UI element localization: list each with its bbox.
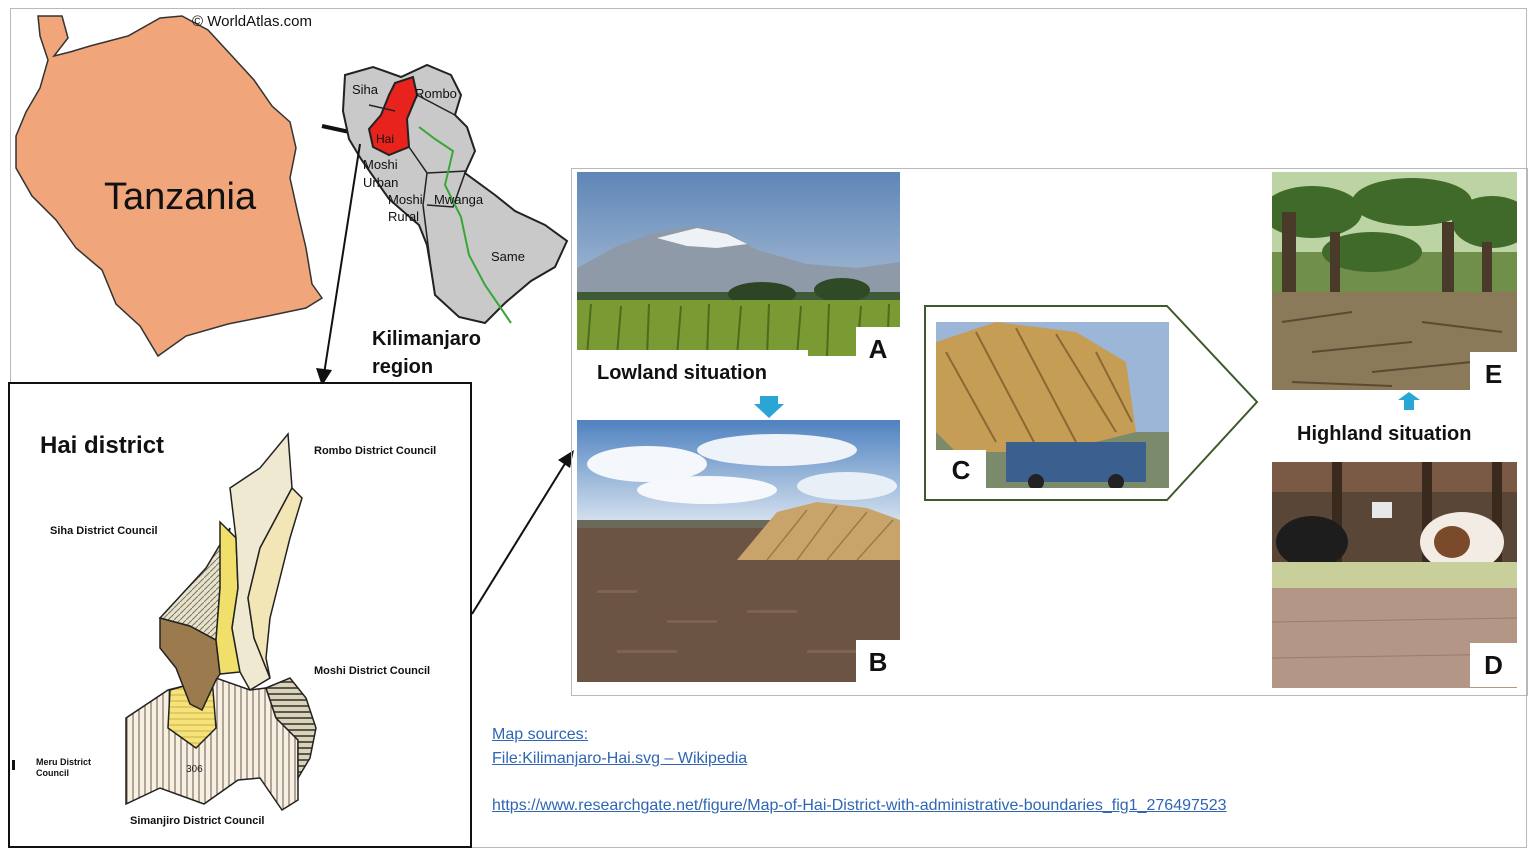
photo-b-crop-residue-field — [577, 420, 900, 682]
hai-small-label: 306 — [186, 764, 203, 775]
council-rombo: Rombo District Council — [314, 445, 437, 457]
label-d: D — [1470, 643, 1517, 687]
road-line — [418, 126, 512, 324]
district-moshi-urban-2: Urban — [363, 175, 399, 190]
lowland-label: Lowland situation — [597, 362, 767, 384]
source-link-researchgate[interactable]: https://www.researchgate.net/figure/Map-… — [492, 797, 1227, 814]
district-rombo: Rombo — [415, 86, 457, 101]
district-same: Same — [491, 249, 525, 264]
label-e: E — [1470, 352, 1517, 396]
arrow-to-hai — [316, 143, 361, 386]
district-borders — [368, 94, 468, 270]
copyright-text: © WorldAtlas.com — [192, 13, 312, 30]
lowland-label-bg — [577, 350, 808, 396]
tanzania-map — [15, 15, 324, 358]
sources-heading: Map sources: — [492, 726, 589, 743]
council-simanjiro: Simanjiro District Council — [130, 815, 265, 827]
district-moshi-rural-2: Rural — [388, 209, 420, 224]
council-meru-1: Meru District — [36, 757, 92, 767]
photo-panel — [571, 168, 1528, 696]
hai-southeast — [265, 677, 317, 781]
label-a: A — [856, 327, 900, 371]
label-c: C — [936, 450, 986, 490]
region-title-2: region — [372, 356, 434, 378]
highland-label-bg — [1276, 410, 1521, 462]
district-mwanga: Mwanga — [434, 192, 484, 207]
district-siha: Siha — [352, 82, 379, 97]
hai-northeast — [247, 486, 303, 679]
hai-district-map: 306 — [125, 432, 317, 812]
tanzania-label: Tanzania — [104, 176, 257, 218]
district-hai: Hai — [376, 132, 395, 146]
arrow-to-photos — [471, 450, 574, 615]
tanzania-shape — [15, 15, 324, 358]
council-moshi: Moshi District Council — [314, 665, 431, 677]
meru-marker — [12, 760, 15, 770]
council-siha: Siha District Council — [50, 525, 158, 537]
hai-title: Hai district — [40, 432, 165, 459]
photo-a-lowland-mountain — [577, 172, 900, 356]
label-b: B — [856, 640, 900, 684]
district-moshi-rural-1: Moshi — [388, 192, 423, 207]
council-meru-2: Council — [36, 768, 69, 778]
photo-d-cattle-feeding — [1272, 462, 1517, 688]
arrow-down-icon — [754, 396, 784, 418]
source-link-wikipedia[interactable]: File:Kilimanjaro-Hai.svg – Wikipedia — [492, 750, 748, 767]
arrow-up-icon — [1398, 392, 1420, 410]
highland-label: Highland situation — [1297, 423, 1472, 445]
kilimanjaro-region-map — [341, 63, 569, 325]
region-title-1: Kilimanjaro — [372, 328, 481, 350]
district-moshi-urban-1: Moshi — [363, 157, 398, 172]
